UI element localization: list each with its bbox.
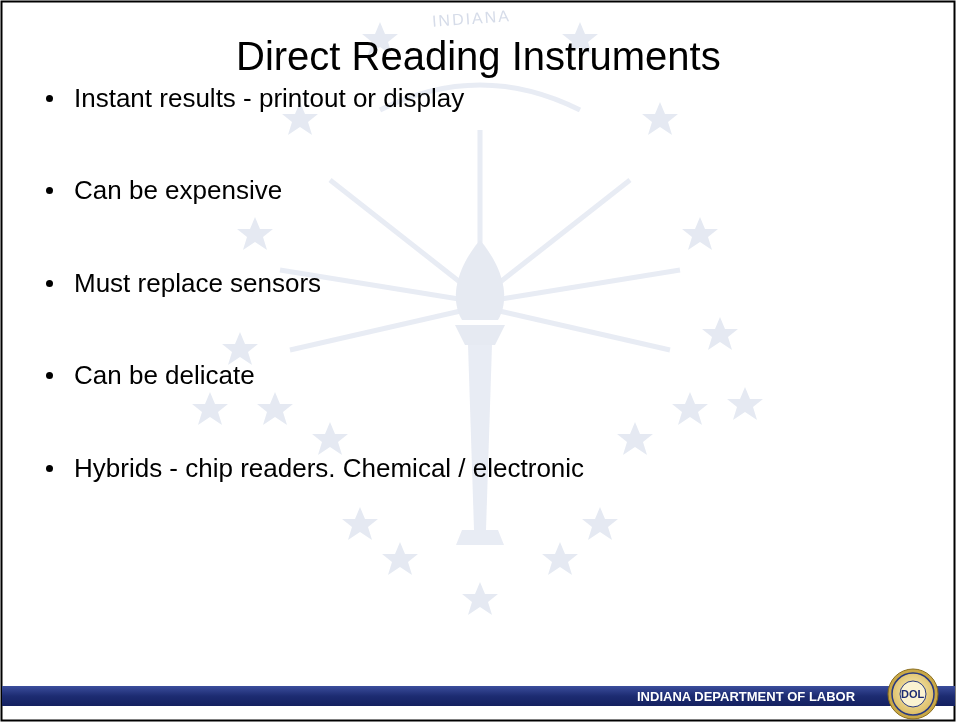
bullet-dot: [46, 280, 53, 287]
bullet-text: Must replace sensors: [74, 268, 321, 299]
slide-title: Direct Reading Instruments: [236, 34, 721, 79]
bullet-text: Instant results - printout or display: [74, 83, 464, 114]
bullet-text: Can be expensive: [74, 175, 282, 206]
bullet-dot: [46, 187, 53, 194]
bullet-dot: [46, 465, 53, 472]
bullet-dot: [46, 372, 53, 379]
watermark-text: INDIANA: [431, 7, 511, 30]
bullet-dot: [46, 95, 53, 102]
footer-bar: [2, 686, 955, 706]
footer-text: INDIANA DEPARTMENT OF LABOR: [637, 689, 855, 704]
bullet-text: Can be delicate: [74, 360, 255, 391]
dol-seal: [888, 669, 938, 719]
bullet-text: Hybrids - chip readers. Chemical / elect…: [74, 453, 584, 484]
seal-text: DOL: [901, 688, 924, 700]
